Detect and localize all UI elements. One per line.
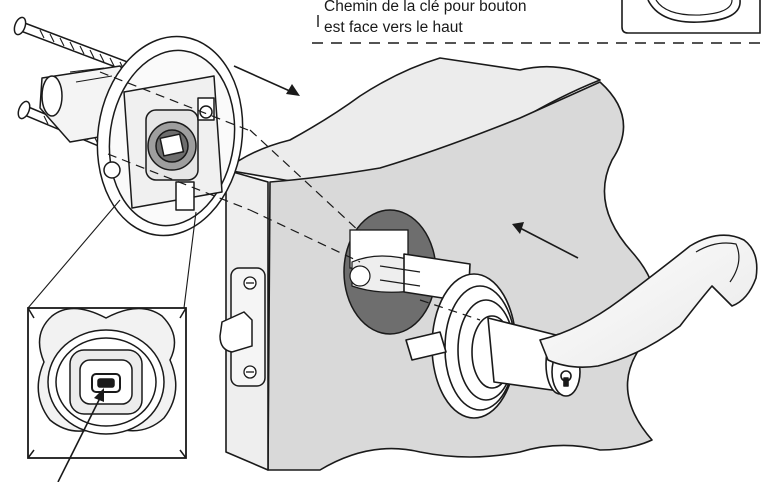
callout-pointer-icon: [57, 388, 104, 482]
bore-hole: [343, 209, 437, 335]
caption-box: [312, 15, 765, 44]
caption-text: Chemin de la clé pour bouton est face ve…: [324, 0, 624, 38]
lever-handle-assembly: [379, 234, 758, 419]
screw-icon-top: [13, 16, 140, 75]
detail-inset: [27, 307, 187, 482]
arrows: [233, 65, 579, 259]
latch-plate-icon: [219, 267, 266, 387]
arrow-icon-right: [233, 65, 300, 96]
projection-lines: [27, 71, 481, 321]
lever: [539, 234, 758, 368]
caption-line-1: Chemin de la clé pour bouton: [324, 0, 527, 15]
key-cylinder-icon: [560, 370, 572, 387]
caption-line-2: est face vers le haut: [324, 19, 463, 36]
latch-assembly: [39, 35, 244, 237]
latch-tab: [405, 331, 447, 361]
arrow-icon-left: [512, 222, 579, 259]
key-orientation-icon: [621, 0, 761, 34]
